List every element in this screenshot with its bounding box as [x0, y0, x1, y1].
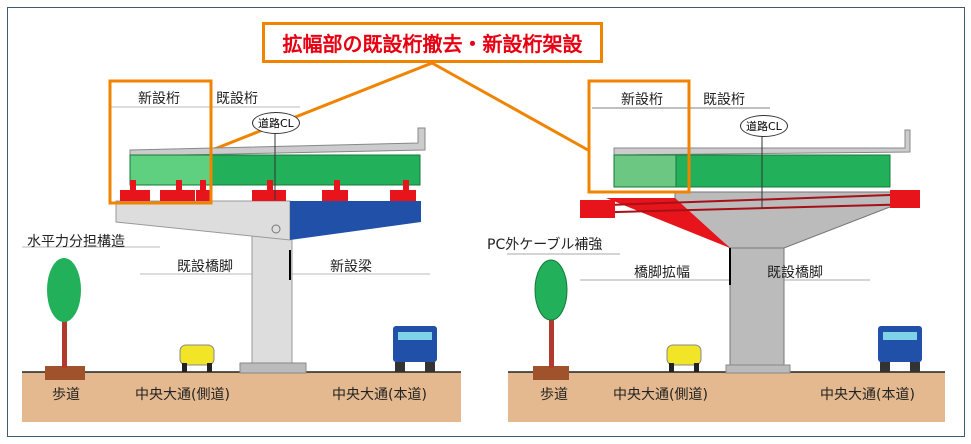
label-sidewalk-right: 歩道 — [540, 387, 568, 403]
main-title: 拡幅部の既設桁撤去・新設桁架設 — [262, 22, 603, 63]
leader-right — [431, 61, 589, 152]
tree-trunk — [62, 300, 67, 368]
existing-pier-left — [251, 229, 293, 369]
truck-icon — [878, 326, 922, 372]
truck-icon — [393, 326, 437, 372]
ground-right — [508, 372, 945, 422]
label-new-girder-left: 新設桁 — [138, 91, 180, 107]
car-icon — [666, 344, 702, 372]
left-scene — [22, 79, 461, 422]
label-existing-pier-right: 既設橋脚 — [767, 265, 823, 281]
tree-icon — [534, 259, 568, 321]
label-road-cl-right: 道路CL — [740, 115, 788, 137]
label-new-girder-right: 新設桁 — [621, 92, 663, 108]
leader-left — [211, 61, 433, 152]
label-sidewalk-left: 歩道 — [52, 387, 80, 403]
bearings-left — [120, 180, 416, 201]
pier-cap — [674, 191, 896, 249]
label-horizontal-structure: 水平力分担構造 — [27, 234, 125, 250]
label-pc-cable: PC外ケーブル補強 — [487, 237, 603, 253]
planter — [45, 366, 85, 380]
pc-cables — [579, 193, 921, 214]
label-main-road-left: 中央大通(本道) — [332, 387, 427, 403]
label-side-road-right: 中央大通(側道) — [613, 387, 708, 403]
new-beam — [290, 201, 421, 240]
right-scene — [507, 79, 945, 422]
new-girder-highlight-left — [108, 79, 213, 205]
car-icon — [179, 344, 215, 372]
label-new-beam: 新設梁 — [330, 259, 372, 275]
ground-left — [22, 372, 461, 422]
label-existing-girder-left: 既設桁 — [216, 91, 258, 107]
horizontal-structure — [115, 200, 291, 241]
label-pier-widening: 橋脚拡幅 — [634, 265, 690, 281]
label-existing-pier-left: 既設橋脚 — [177, 259, 233, 275]
diagram-frame — [7, 7, 965, 437]
tree-icon — [47, 258, 81, 322]
label-main-road-right: 中央大通(本道) — [820, 387, 915, 403]
label-side-road-left: 中央大通(側道) — [135, 387, 230, 403]
new-girder-highlight-right — [587, 79, 691, 194]
label-road-cl-left: 道路CL — [252, 112, 300, 134]
label-existing-girder-right: 既設桁 — [703, 92, 745, 108]
